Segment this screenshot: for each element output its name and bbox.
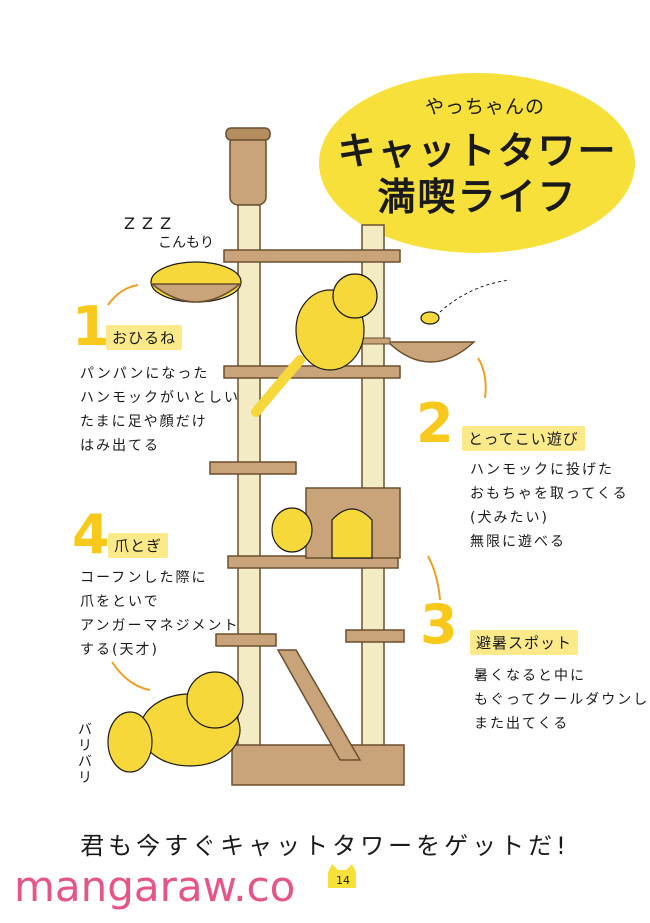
section-3-heading: 避暑スポット: [470, 630, 579, 655]
tower-step-right: [345, 629, 405, 643]
watermark-text: mangaraw.co: [14, 862, 296, 911]
page-number: 14: [336, 874, 350, 887]
sfx-zzz: Z Z Z: [124, 214, 173, 233]
sfx-baribari: バリバリ: [78, 722, 92, 786]
title-line-2: 満喫ライフ: [377, 175, 578, 219]
arrow-3: [427, 555, 441, 601]
title-line-1: キャットタワー: [337, 129, 618, 173]
page-title: キャットタワー 満喫ライフ: [330, 128, 625, 220]
section-2-description: ハンモックに投げた おもちゃを取ってくる (犬みたい) 無限に遊べる: [470, 462, 629, 550]
title-subtitle: やっちゃんの: [424, 96, 545, 118]
arrow-4: [111, 661, 151, 691]
section-1-number: 1: [72, 295, 110, 358]
hammock-left: [149, 283, 243, 303]
tower-top-cap: [225, 127, 271, 141]
scratching-cat-tail: [107, 711, 153, 773]
hammock-right-arm: [359, 337, 391, 345]
cat-in-box: [331, 508, 373, 559]
section-3-description: 暑くなると中に もぐってクールダウンし また出てくる: [474, 668, 650, 732]
section-1-description: パンパンになった ハンモックがいとしい たまに足や顔だけ はみ出てる: [80, 366, 240, 454]
title-blob: [319, 73, 635, 253]
sfx-konmori: こんもり: [158, 235, 214, 251]
section-2-number: 2: [416, 392, 454, 455]
toy-trajectory: [439, 279, 511, 313]
scratching-cat-head: [186, 671, 244, 729]
toy-bird: [420, 311, 440, 325]
tower-shelf-small: [209, 461, 297, 475]
tower-top-tube: [229, 134, 267, 206]
section-3-number: 3: [420, 593, 458, 656]
tower-step-left: [215, 633, 277, 647]
tower-shelf-1: [223, 249, 401, 263]
section-2-heading: とってこい遊び: [462, 426, 585, 451]
arrow-2: [477, 357, 487, 399]
arrow-1: [107, 284, 139, 306]
peeking-cat: [271, 507, 313, 553]
footer-slogan: 君も今すぐキャットタワーをゲットだ!: [80, 832, 570, 860]
hammock-right: [386, 341, 476, 363]
tower-ramp: [276, 649, 362, 761]
section-4-number: 4: [72, 503, 110, 566]
section-4-heading: 爪とぎ: [108, 533, 169, 558]
section-4-description: コーフンした際に 爪をといで アンガーマネジメント する(天才): [80, 570, 240, 658]
playing-cat-head: [332, 273, 378, 319]
page-number-badge: [328, 864, 356, 888]
playing-cat-tail: [251, 355, 305, 417]
tower-base: [231, 744, 405, 786]
section-1-heading: おひるね: [106, 325, 183, 350]
tower-shelf-2: [223, 365, 401, 379]
